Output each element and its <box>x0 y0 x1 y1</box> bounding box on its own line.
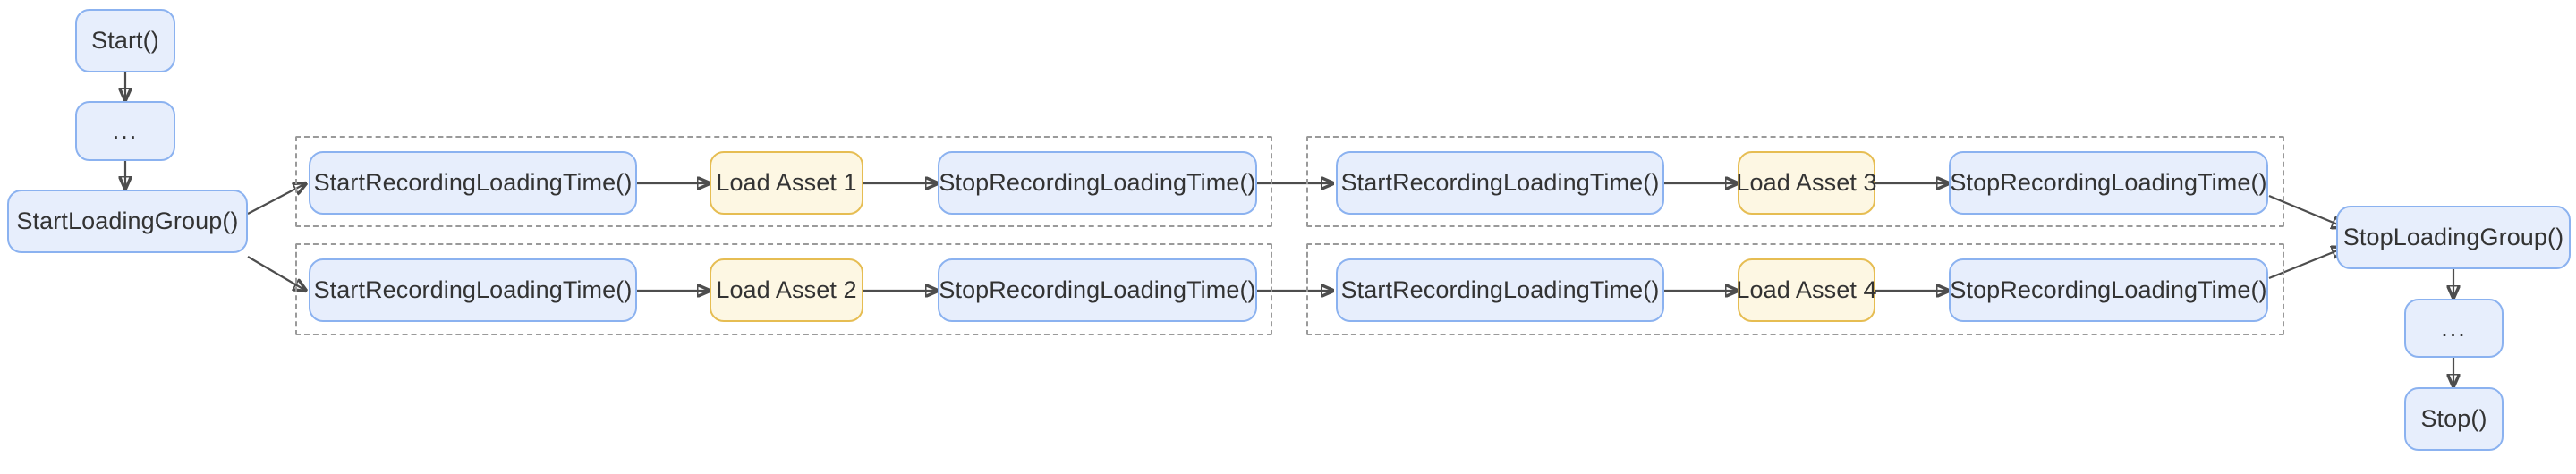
group-2-row-2-boundary <box>1306 243 2284 335</box>
node-row-1-stop-recording[interactable]: StopRecordingLoadingTime() <box>938 151 1257 215</box>
node-stop[interactable]: Stop() <box>2404 387 2504 451</box>
node-row-3-start-recording[interactable]: StartRecordingLoadingTime() <box>1336 151 1664 215</box>
node-start-loading-group[interactable]: StartLoadingGroup() <box>7 190 248 253</box>
node-start[interactable]: Start() <box>75 9 175 72</box>
group-2-row-1-boundary <box>1306 136 2284 227</box>
node-row-1-start-recording[interactable]: StartRecordingLoadingTime() <box>309 151 637 215</box>
node-row-4-stop-recording[interactable]: StopRecordingLoadingTime() <box>1949 258 2268 322</box>
node-row-2-stop-recording[interactable]: StopRecordingLoadingTime() <box>938 258 1257 322</box>
group-1-row-1-boundary <box>295 136 1272 227</box>
node-row-3-stop-recording[interactable]: StopRecordingLoadingTime() <box>1949 151 2268 215</box>
node-row-1-load-asset[interactable]: Load Asset 1 <box>710 151 863 215</box>
node-row-3-load-asset[interactable]: Load Asset 3 <box>1736 151 1877 215</box>
node-row-2-load-asset[interactable]: Load Asset 2 <box>710 258 863 322</box>
node-row-4-start-recording[interactable]: StartRecordingLoadingTime() <box>1336 258 1664 322</box>
node-row-2-start-recording[interactable]: StartRecordingLoadingTime() <box>309 258 637 322</box>
node-exit-ellipsis[interactable]: ... <box>2404 299 2504 358</box>
node-entry-ellipsis[interactable]: ... <box>75 101 175 161</box>
group-1-row-2-boundary <box>295 243 1272 335</box>
node-row-4-load-asset[interactable]: Load Asset 4 <box>1736 258 1877 322</box>
node-stop-loading-group[interactable]: StopLoadingGroup() <box>2336 206 2571 269</box>
